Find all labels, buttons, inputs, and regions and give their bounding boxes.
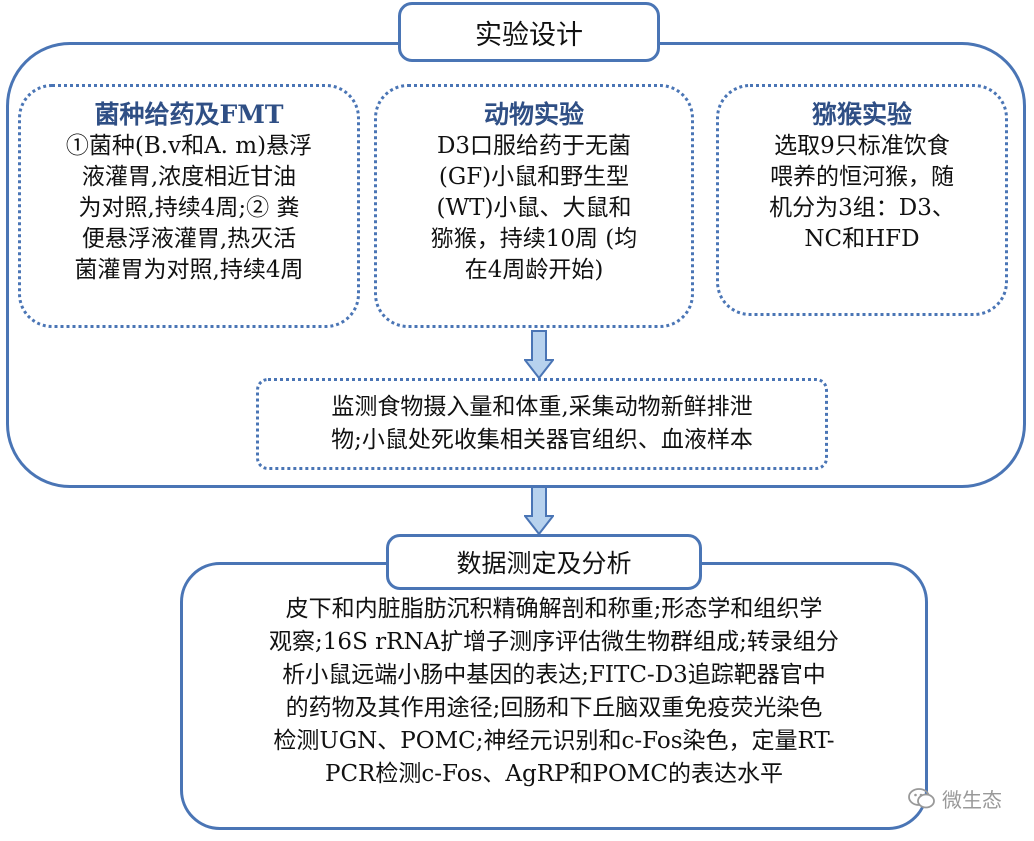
- analysis-title-text: 数据测定及分析: [456, 549, 632, 578]
- panel-animal-title: 动物实验: [483, 100, 584, 129]
- panel-macaque-experiment: 猕猴实验 选取9只标准饮食 喂养的恒河猴，随 机分为3组：D3、 NC和HFD: [716, 84, 1008, 316]
- monitoring-text: 监测食物摄入量和体重,采集动物新鲜排泄 物;小鼠处死收集相关器官组织、血液样本: [259, 391, 825, 457]
- panel-strain-fmt: 菌种给药及FMT ①菌种(B.v和A. m)悬浮 液灌胃,浓度相近甘油 为对照,…: [18, 84, 360, 328]
- watermark: 微生态: [908, 784, 1002, 813]
- panel-animal-body: D3口服给药于无菌 (GF)小鼠和野生型 (WT)小鼠、大鼠和 猕猴，持续10周…: [377, 131, 691, 286]
- panel-line: 猕猴，持续10周 (均: [430, 226, 638, 252]
- panel-line: D3口服给药于无菌: [436, 133, 632, 159]
- panel-line: 在4周龄开始): [464, 257, 604, 283]
- monitor-line: 监测食物摄入量和体重,采集动物新鲜排泄: [331, 394, 753, 420]
- analysis-line: 析小鼠远端小肠中基因的表达;FITC-D3追踪靶器官中: [282, 662, 826, 688]
- panel-macaque-body: 选取9只标准饮食 喂养的恒河猴，随 机分为3组：D3、 NC和HFD: [719, 131, 1005, 255]
- watermark-text: 微生态: [942, 788, 1002, 812]
- down-arrow-2: [524, 486, 554, 536]
- panel-line: NC和HFD: [804, 226, 920, 252]
- experiment-design-title: 实验设计: [398, 2, 660, 62]
- panel-line: 选取9只标准饮食: [774, 133, 950, 159]
- panel-line: 为对照,持续4周;② 粪: [78, 195, 300, 221]
- panel-line: 喂养的恒河猴，随: [770, 164, 954, 190]
- panel-line: 菌灌胃为对照,持续4周: [74, 257, 304, 283]
- analysis-line: 皮下和内脏脂肪沉积精确解剖和称重;形态学和组织学: [285, 596, 823, 622]
- panel-line: 便悬浮液灌胃,热灭活: [81, 226, 297, 252]
- panel-line: 机分为3组：D3、: [769, 195, 955, 221]
- panel-line: (WT)小鼠、大鼠和: [436, 195, 632, 221]
- analysis-line: 的药物及其作用途径;回肠和下丘脑双重免疫荧光染色: [285, 695, 823, 721]
- down-arrow-1: [524, 330, 554, 380]
- panel-line: 液灌胃,浓度相近甘油: [81, 164, 297, 190]
- panel-macaque-title: 猕猴实验: [811, 100, 912, 129]
- panel-line: (GF)小鼠和野生型: [438, 164, 630, 190]
- panel-line: ①菌种(B.v和A. m)悬浮: [65, 133, 313, 159]
- panel-animal-experiment: 动物实验 D3口服给药于无菌 (GF)小鼠和野生型 (WT)小鼠、大鼠和 猕猴，…: [374, 84, 694, 328]
- analysis-text: 皮下和内脏脂肪沉积精确解剖和称重;形态学和组织学 观察;16S rRNA扩增子测…: [183, 593, 925, 791]
- analysis-title-box: 数据测定及分析: [386, 534, 702, 590]
- panel-strain-fmt-body: ①菌种(B.v和A. m)悬浮 液灌胃,浓度相近甘油 为对照,持续4周;② 粪 …: [21, 131, 357, 286]
- top-title-text: 实验设计: [475, 19, 583, 51]
- monitoring-box: 监测食物摄入量和体重,采集动物新鲜排泄 物;小鼠处死收集相关器官组织、血液样本: [256, 378, 828, 470]
- analysis-line: 检测UGN、POMC;神经元识别和c-Fos染色，定量RT-: [273, 728, 835, 754]
- wechat-icon: [908, 787, 935, 808]
- analysis-line: PCR检测c-Fos、AgRP和POMC的表达水平: [324, 761, 783, 787]
- monitor-line: 物;小鼠处死收集相关器官组织、血液样本: [331, 427, 753, 453]
- panel-strain-fmt-title: 菌种给药及FMT: [94, 100, 284, 129]
- analysis-line: 观察;16S rRNA扩增子测序评估微生物群组成;转录组分: [269, 629, 839, 655]
- analysis-container: 皮下和内脏脂肪沉积精确解剖和称重;形态学和组织学 观察;16S rRNA扩增子测…: [180, 562, 928, 830]
